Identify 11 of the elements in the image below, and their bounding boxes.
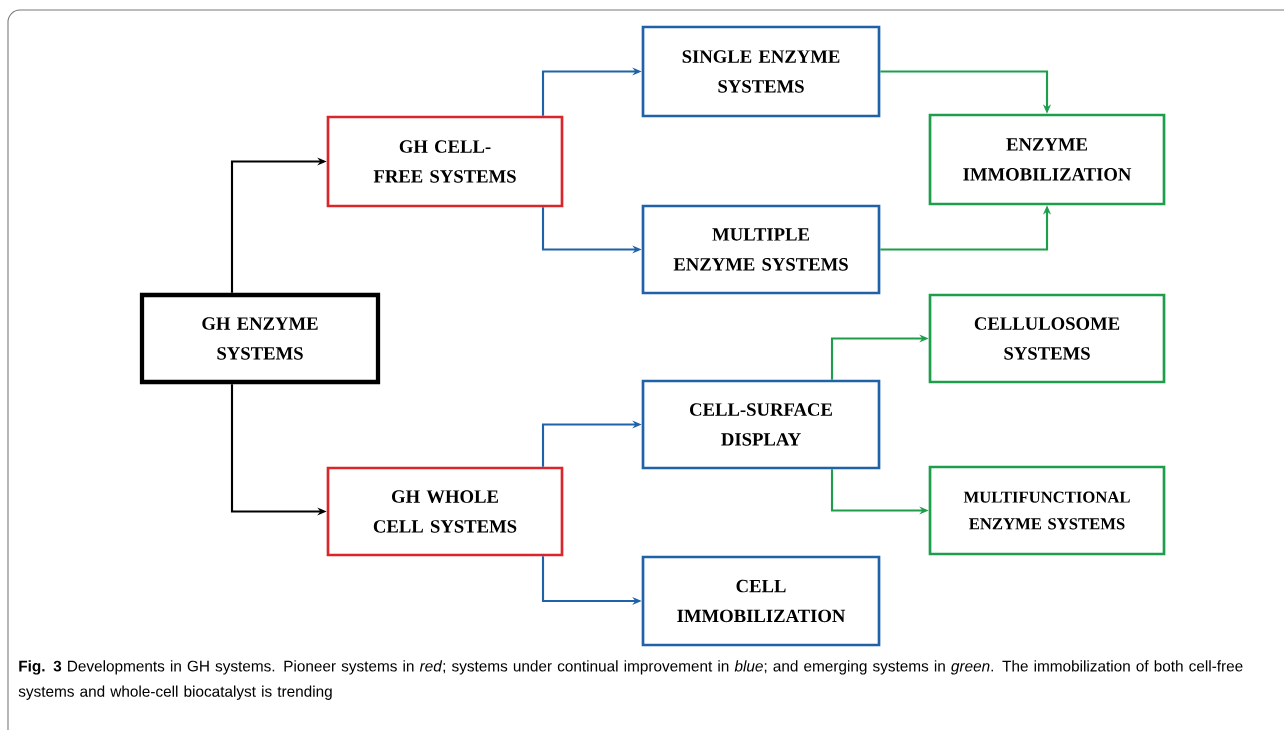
system-box: GH WHOLE CELL SYSTEMS — [326, 466, 564, 557]
system-box: CELLULOSOME SYSTEMS — [928, 293, 1166, 384]
system-box: MULTIFUNCTIONAL ENZYME SYSTEMS — [928, 465, 1166, 556]
system-box: SINGLE ENZYME SYSTEMS — [641, 25, 881, 118]
system-box: GH ENZYME SYSTEMS — [139, 292, 381, 385]
system-box: GH CELL-FREE SYSTEMS — [326, 115, 564, 208]
system-box: CELL-SURFACE DISPLAY — [641, 379, 881, 470]
system-box: ENZYME IMMOBILIZATION — [928, 113, 1166, 206]
system-box: CELL IMMOBILIZATION — [641, 555, 881, 647]
caption: Fig. 3 Developments in GH systems. Pioneer systems in red; systems under continual improvement in blue; and emerging systems in green. The immobilization of both cell-free systems and whole-cell biocatalyst is trending — [18, 660, 1243, 700]
system-box: MULTIPLE ENZYME SYSTEMS — [641, 204, 881, 295]
